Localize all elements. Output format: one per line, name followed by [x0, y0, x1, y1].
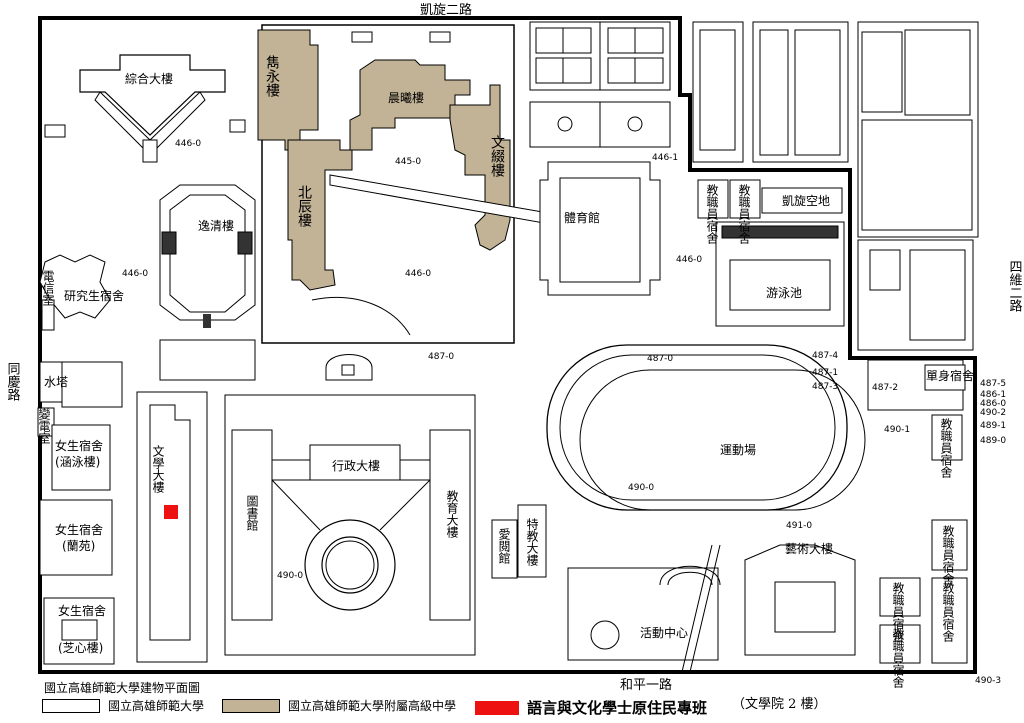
- label-biandian: 變電室: [37, 407, 51, 444]
- label-female-dorm-3-sub: (芝心樓): [58, 640, 103, 655]
- legend-title: 國立高雄師範大學建物平面圖: [44, 681, 201, 695]
- label-pool: 游泳池: [766, 286, 802, 300]
- label-graduate-dorm: 研究生宿舍: [64, 288, 124, 303]
- legend-item-program: 語言與文化學士原住民專班: [475, 697, 707, 718]
- aiyue-special-ed: [491, 504, 547, 579]
- legend-item-highschool: 國立高雄師範大學附屬高級中學: [222, 697, 456, 714]
- yiqing-building-shape: [159, 184, 256, 381]
- lot-487-4: 487-4: [812, 351, 838, 361]
- label-gym: 體育館: [564, 210, 600, 225]
- lot-490-0-a: 490-0: [628, 483, 654, 493]
- program-location-marker: [164, 505, 178, 519]
- label-teacher-dorm-5: 教職員宿舍: [891, 581, 905, 642]
- campus-boundary: [38, 16, 977, 674]
- west-dorms: [37, 361, 123, 665]
- label-female-dorm-2-sub: (蘭苑): [62, 539, 95, 553]
- label-teacher-dorm-4: 教職員宿舍: [941, 524, 955, 585]
- label-arts: 藝術大樓: [785, 541, 833, 556]
- label-female-dorm-2: 女生宿舍: [55, 522, 103, 537]
- gym-shape: [539, 161, 661, 296]
- label-zonghe: 綜合大樓: [125, 71, 173, 86]
- label-teacher-dorm-3: 教職員宿舍: [939, 417, 953, 478]
- legend-item-ntnu: 國立高雄師範大學: [42, 697, 204, 714]
- high-school-area: [257, 24, 561, 381]
- graduate-dorm-shape: [39, 254, 111, 331]
- label-female-dorm-3: 女生宿舍: [58, 603, 106, 618]
- lot-487-0-a: 487-0: [428, 352, 454, 362]
- lot-489-1: 489-1: [980, 421, 1006, 431]
- label-yiqing: 逸清樓: [198, 218, 234, 233]
- label-wenhui: 文綴樓: [489, 135, 505, 177]
- lot-490-1: 490-1: [884, 425, 910, 435]
- road-east: 四維二路: [1007, 260, 1023, 312]
- label-dianxin: 電信室: [41, 270, 55, 306]
- label-teacher-dorm-6: 教職員宿舍: [891, 627, 905, 688]
- lot-490-2: 490-2: [980, 408, 1006, 418]
- legend-swatch-program: [475, 700, 519, 715]
- lot-446-0-c: 446-0: [405, 269, 431, 279]
- lot-487-5: 487-5: [980, 379, 1006, 389]
- legend-swatch-ntnu: [42, 698, 100, 713]
- label-teacher-dorm-2: 教職員宿舍: [737, 183, 751, 244]
- zonghe-building-shape: [44, 54, 246, 163]
- label-field: 運動場: [720, 443, 756, 457]
- lot-486-0: 486-0: [980, 399, 1006, 409]
- label-female-dorm-1: 女生宿舍: [55, 438, 103, 453]
- label-admin: 行政大樓: [332, 458, 380, 473]
- lot-491-0: 491-0: [786, 521, 812, 531]
- label-aiyue: 愛閱館: [497, 528, 511, 564]
- label-beichen: 北辰樓: [296, 185, 312, 227]
- lot-487-2: 487-2: [872, 383, 898, 393]
- wenxue-building-shape: [136, 391, 208, 663]
- lot-487-3: 487-3: [812, 382, 838, 392]
- legend-label-ntnu: 國立高雄師範大學: [108, 699, 205, 713]
- label-education: 教育大樓: [445, 489, 459, 539]
- lot-489-0: 489-0: [980, 436, 1006, 446]
- east-strip: [867, 359, 968, 664]
- label-teacher-dorm-7: 教職員宿舍: [941, 581, 955, 642]
- label-chenxi: 晨曦樓: [388, 90, 424, 105]
- lot-490-3: 490-3: [975, 676, 1001, 686]
- label-female-dorm-1-sub: (涵泳樓): [55, 454, 100, 469]
- lot-487-1: 487-1: [812, 368, 838, 378]
- lot-490-0-b: 490-0: [277, 571, 303, 581]
- label-teacher-dorm-1: 教職員宿舍: [705, 183, 719, 244]
- south-buildings: [567, 544, 856, 673]
- kaixuan-area: [697, 179, 845, 327]
- lot-487-0-b: 487-0: [647, 354, 673, 364]
- label-special-ed: 特教大樓: [525, 517, 539, 567]
- label-wenxue: 文學大樓: [151, 444, 165, 494]
- road-west: 同慶路: [5, 362, 21, 401]
- legend-swatch-highschool: [222, 698, 280, 713]
- label-kaixuan-space: 凱旋空地: [782, 194, 830, 208]
- courts: [529, 21, 671, 148]
- residential-blocks: [692, 21, 979, 351]
- central-quad: [224, 394, 476, 656]
- road-south: 和平一路: [620, 677, 672, 693]
- road-north: 凱旋二路: [420, 2, 472, 18]
- legend-label-highschool: 國立高雄師範大學附屬高級中學: [288, 699, 457, 713]
- lot-446-0-d: 446-0: [676, 255, 702, 265]
- lot-446-0-a: 446-0: [175, 139, 201, 149]
- label-library: 圖書館: [245, 495, 259, 531]
- athletic-field-shape: [546, 344, 866, 511]
- label-watertower: 水塔: [44, 375, 68, 389]
- legend-note: （文學院 2 樓）: [732, 697, 827, 712]
- lot-446-1: 446-1: [652, 153, 678, 163]
- lot-486-1: 486-1: [980, 390, 1006, 400]
- lot-445-0: 445-0: [395, 157, 421, 167]
- label-juanyong: 雋永樓: [264, 55, 280, 97]
- label-activity: 活動中心: [640, 625, 688, 640]
- lot-446-0-b: 446-0: [122, 269, 148, 279]
- legend-label-program: 語言與文化學士原住民專班: [527, 699, 708, 717]
- label-single-dorm: 單身宿舍: [926, 368, 974, 383]
